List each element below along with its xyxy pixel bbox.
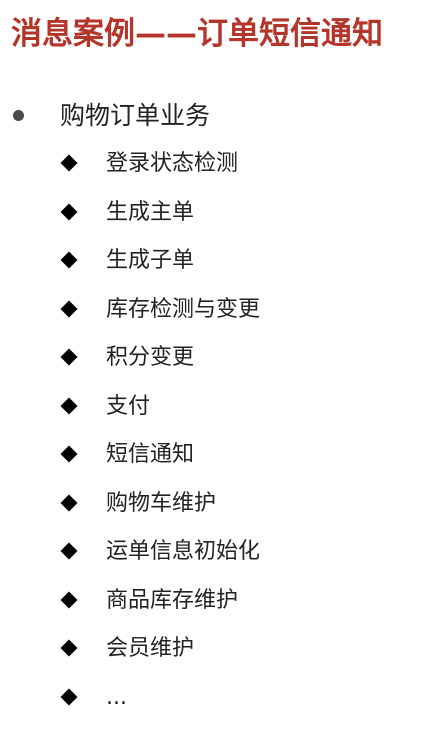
list-item-label: 登录状态检测 xyxy=(106,151,239,176)
list-item-label: 购物车维护 xyxy=(106,490,217,516)
list-item-label: ... xyxy=(106,684,127,710)
list-item-label: 库存检测与变更 xyxy=(106,296,261,322)
sub-bullet-list: 登录状态检测 生成主单 生成子单 库存检测与变更 积分变更 支付 短信通知 购 xyxy=(0,146,442,728)
list-item: 生成主单 xyxy=(0,195,442,244)
list-item-label: 商品库存维护 xyxy=(106,587,239,613)
diamond-bullet-icon xyxy=(60,154,78,172)
bullet-level1-label: 购物订单业务 xyxy=(60,101,211,130)
list-item: 运单信息初始化 xyxy=(0,534,442,583)
list-item: 短信通知 xyxy=(0,437,442,486)
diamond-bullet-icon xyxy=(60,397,78,414)
list-item-label: 支付 xyxy=(106,393,151,419)
list-item-label: 会员维护 xyxy=(106,636,195,661)
list-item: 购物车维护 xyxy=(0,486,442,535)
diamond-bullet-icon xyxy=(60,542,78,560)
diamond-bullet-icon xyxy=(60,348,78,366)
diamond-bullet-icon xyxy=(60,251,78,269)
diamond-bullet-icon xyxy=(60,639,78,657)
diamond-bullet-icon xyxy=(60,591,78,608)
list-item: 库存检测与变更 xyxy=(0,292,442,341)
list-item-label: 运单信息初始化 xyxy=(106,539,261,564)
list-item: 商品库存维护 xyxy=(0,583,442,632)
list-item: 积分变更 xyxy=(0,340,442,389)
list-item: 支付 xyxy=(0,389,442,438)
list-item-label: 积分变更 xyxy=(106,345,195,370)
diamond-bullet-icon xyxy=(60,300,78,317)
diamond-bullet-icon xyxy=(60,688,78,705)
circle-bullet-icon xyxy=(13,110,24,121)
list-item-label: 生成子单 xyxy=(106,248,195,273)
page-title: 消息案例——订单短信通知 xyxy=(11,16,383,52)
diamond-bullet-icon xyxy=(60,445,78,463)
list-item: 登录状态检测 xyxy=(0,146,442,195)
list-item-label: 短信通知 xyxy=(106,442,195,467)
list-item-label: 生成主单 xyxy=(106,199,195,225)
list-item: ... xyxy=(0,680,442,729)
diamond-bullet-icon xyxy=(60,494,78,511)
bullet-level1: 购物订单业务 xyxy=(0,96,442,136)
diamond-bullet-icon xyxy=(60,203,78,220)
list-item: 会员维护 xyxy=(0,631,442,680)
list-item: 生成子单 xyxy=(0,243,442,292)
